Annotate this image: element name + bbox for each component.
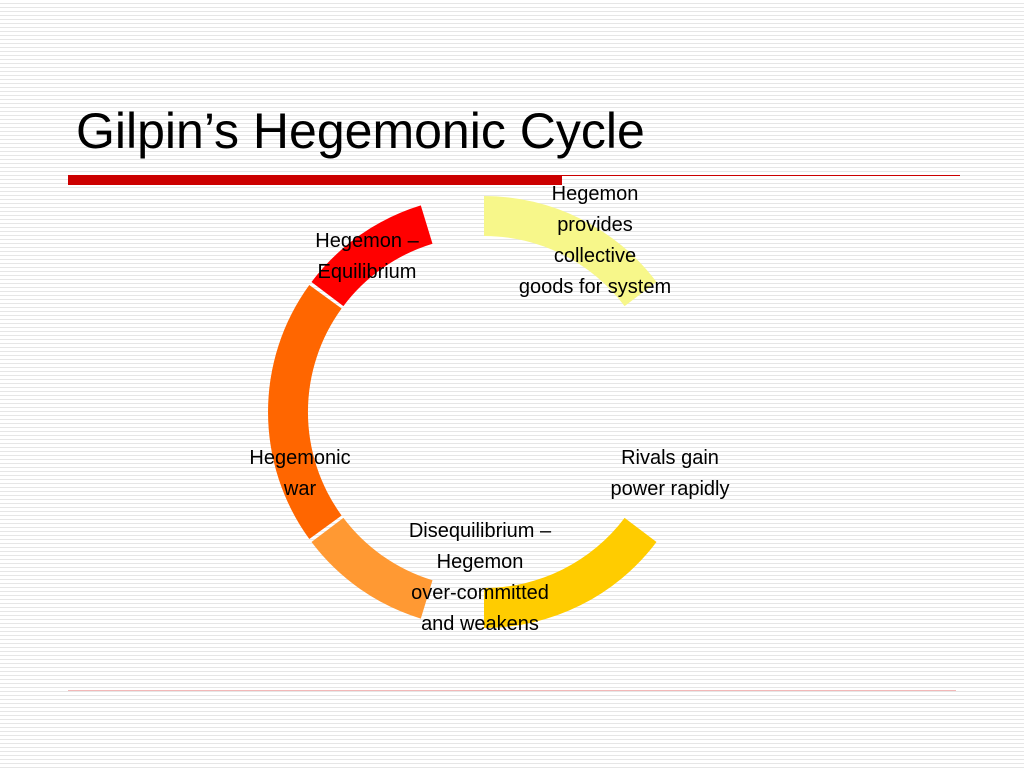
slide-title: Gilpin’s Hegemonic Cycle — [76, 103, 645, 159]
cycle-arc-equilibrium — [484, 196, 657, 307]
cycle-arc-rivals-gain — [311, 517, 433, 619]
cycle-arc-disequilibrium — [268, 285, 342, 539]
stage-label-disequilibrium: Disequilibrium – Hegemon over-committed … — [408, 520, 552, 635]
stage-label-hegemonic-war: Hegemonic war — [249, 447, 351, 500]
cycle-arc-provides-goods — [484, 517, 657, 628]
footer-divider — [68, 690, 956, 691]
title-underline-accent — [68, 175, 562, 185]
stage-label-equilibrium: Hegemon – Equilibrium — [315, 230, 419, 283]
cycle-arc-hegemonic-war — [311, 205, 433, 307]
stage-label-rivals-gain: Rivals gain power rapidly — [610, 447, 730, 500]
stage-label-provides-goods: Hegemon provides collective goods for sy… — [518, 183, 672, 298]
